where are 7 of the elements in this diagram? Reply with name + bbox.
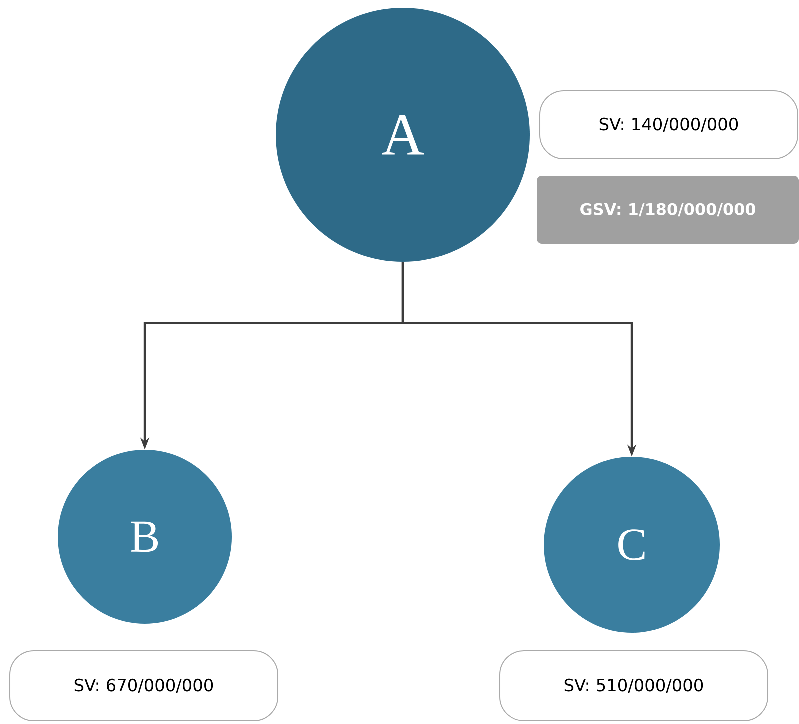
circle-node: B [58,450,232,624]
circle-node: C [544,457,720,633]
circle-node: A [276,8,530,262]
value-box: SV: 510/000/000 [500,650,768,722]
value-box: SV: 140/000/000 [540,90,798,160]
total-value-box: GSV: 1/180/000/000 [537,176,799,244]
value-box: SV: 670/000/000 [10,650,278,722]
